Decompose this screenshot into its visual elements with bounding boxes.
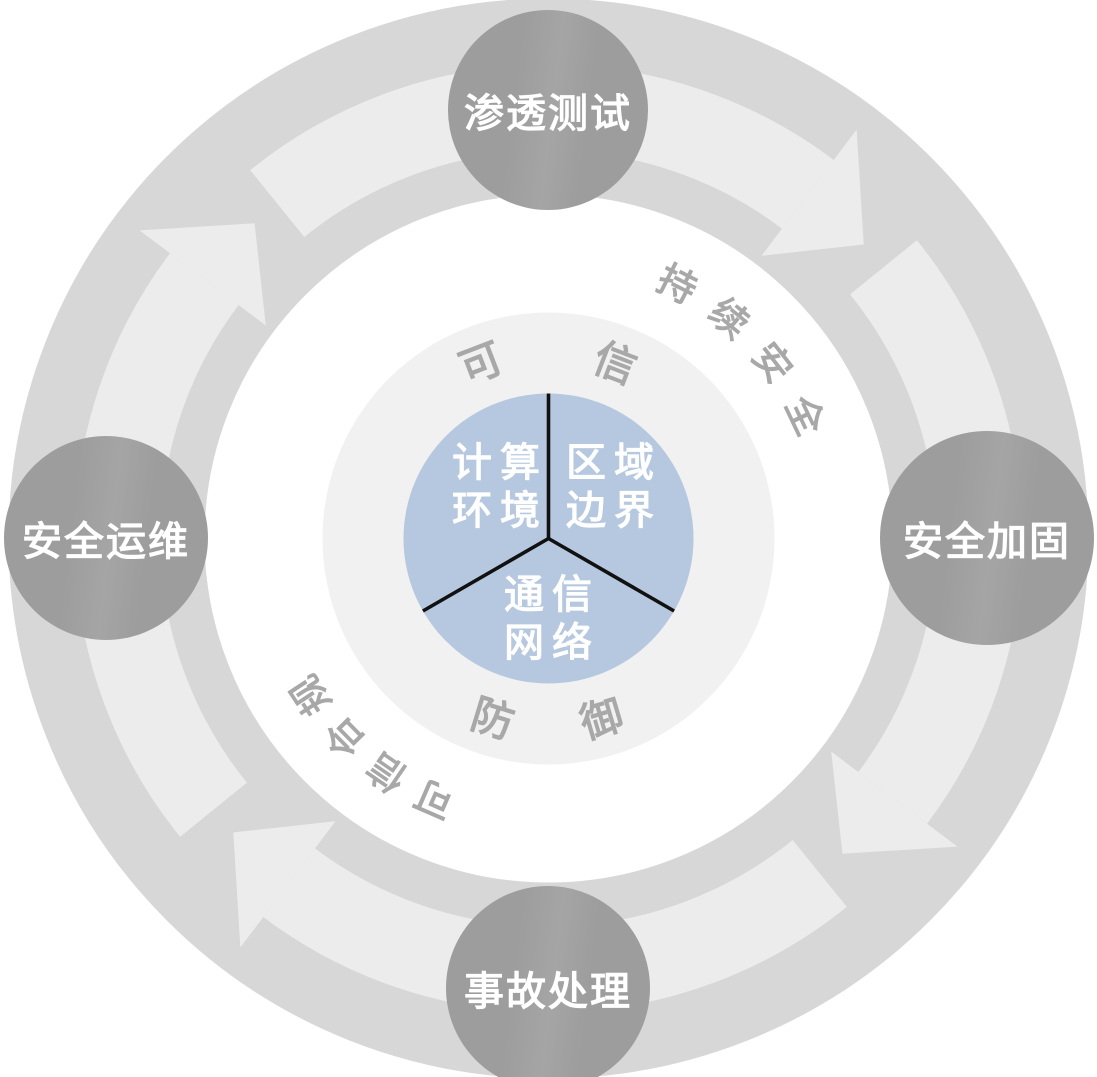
- satellite-bottom-incident-handling: 事故处理: [446, 886, 650, 1077]
- arrow-head-icon: [831, 751, 958, 854]
- satellite-right-security-hardening: 安全加固: [880, 431, 1094, 645]
- satellite-left-label: 安全运维: [22, 520, 190, 564]
- satellite-top-label: 渗透测试: [464, 92, 632, 136]
- arrow-head-icon: [233, 821, 336, 948]
- satellite-right-label: 安全加固: [903, 520, 1071, 564]
- sector-dividers: [422, 393, 675, 613]
- satellite-top-penetration-testing: 渗透测试: [448, 10, 648, 210]
- satellite-left-security-operations: 安全运维: [4, 436, 208, 640]
- arrow-head-icon: [761, 129, 864, 256]
- arrow-head-icon: [139, 223, 266, 326]
- sector-label-communication-network: 通信网络: [504, 573, 600, 665]
- satellite-bottom-label: 事故处理: [464, 970, 632, 1014]
- sector-label-area-boundary: 区域边界: [566, 441, 662, 533]
- sector-label-computing-environment: 计算环境: [452, 441, 548, 533]
